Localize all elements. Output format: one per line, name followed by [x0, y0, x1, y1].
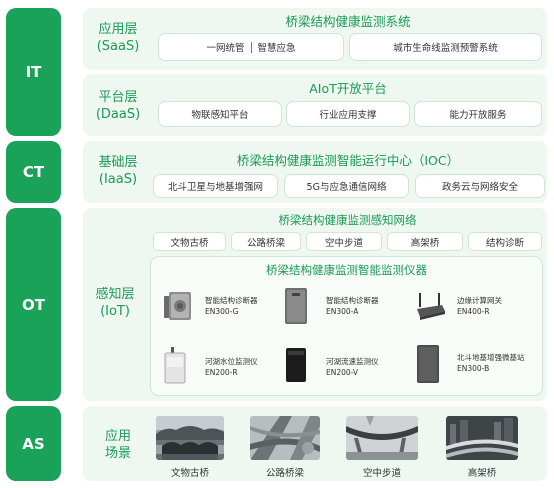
device-beidou-station-image [414, 342, 442, 386]
saas-box1-left: 一网统管 [206, 43, 245, 54]
network-item-1: 文物古桥 [153, 232, 226, 251]
instrument-panel [150, 256, 543, 396]
device-diagnosis-g-model: EN300-G [205, 307, 239, 316]
instrument-title: 桥梁结构健康监测智能监测仪器 [266, 263, 427, 277]
device-diagnosis-a-model: EN300-A [326, 307, 359, 316]
device-gateway-image [414, 291, 446, 321]
device-beidou-station-model: EN300-B [457, 364, 490, 373]
iot-layer-name: 感知层 [95, 287, 135, 302]
device-beidou-station-label: 北斗地基增强微基站 EN300-B [457, 352, 525, 374]
scenes-layer-label: 应用 场景 [83, 425, 153, 465]
sidebar-as: AS [6, 406, 61, 481]
device-gateway-model: EN400-R [457, 307, 490, 316]
network-item-2: 公路桥梁 [231, 232, 301, 251]
saas-layer-name: 应用层 [98, 22, 138, 37]
iot-layer-label: 感知层 (IoT) [83, 283, 147, 323]
device-beidou-station-name: 北斗地基增强微基站 [457, 353, 525, 362]
sidebar-it-label: IT [25, 63, 42, 81]
saas-box2-label: 城市生命线监测预警系统 [393, 43, 498, 54]
iaas-layer-label: 基础层 (IaaS) [83, 151, 153, 191]
device-gateway-label: 边缘计算网关 EN400-R [457, 295, 502, 317]
scene-highway-bridge-image [250, 416, 320, 460]
daas-layer-name: 平台层 [98, 90, 138, 105]
device-diagnosis-a-image [283, 286, 309, 326]
device-diagnosis-g-name: 智能结构诊断器 [205, 296, 258, 305]
sidebar-as-label: AS [22, 434, 45, 453]
saas-box-1: 一网统管 智慧应急 [158, 33, 344, 61]
scene-elevated-bridge-caption: 高架桥 [467, 468, 497, 479]
network-item-3: 空中步道 [306, 232, 382, 251]
device-water-level-name: 河湖水位监测仪 [205, 357, 258, 366]
sidebar-ct-label: CT [22, 163, 45, 181]
iaas-item-2: 5G与应急通信网络 [284, 174, 409, 198]
device-flow-velocity-name: 河湖流速监测仪 [326, 357, 379, 366]
device-flow-velocity-image [283, 345, 309, 385]
iaas-item-3: 政务云与网络安全 [415, 174, 545, 198]
device-water-level-image [162, 345, 188, 385]
saas-divider [250, 41, 252, 53]
device-diagnosis-g-image [162, 288, 196, 324]
scene-sky-walkway-image [346, 416, 418, 460]
sidebar-ct: CT [6, 141, 61, 203]
daas-item-3: 能力开放服务 [414, 101, 542, 127]
iaas-layer-name: 基础层 [98, 155, 138, 170]
iaas-layer-code: (IaaS) [98, 172, 138, 187]
device-water-level-model: EN200-R [205, 368, 238, 377]
iaas-item-1: 北斗卫星与地基增强网 [153, 174, 278, 198]
device-diagnosis-g-label: 智能结构诊断器 EN300-G [205, 295, 258, 317]
sidebar-ot: OT [6, 208, 61, 401]
scene-elevated-bridge-image [446, 416, 518, 460]
saas-layer-label: 应用层 (SaaS) [83, 18, 153, 58]
iot-network-title: 桥梁结构健康监测感知网络 [278, 213, 417, 227]
daas-item-2: 行业应用支撑 [286, 101, 410, 127]
device-flow-velocity-model: EN200-V [326, 368, 359, 377]
iot-layer-code: (IoT) [100, 304, 130, 319]
device-gateway-name: 边缘计算网关 [457, 296, 502, 305]
daas-layer-code: (DaaS) [95, 107, 141, 122]
saas-box-2: 城市生命线监测预警系统 [349, 33, 542, 61]
scenes-layer-line2: 场景 [104, 446, 131, 461]
scene-highway-bridge-caption: 公路桥梁 [265, 468, 304, 479]
device-diagnosis-a-name: 智能结构诊断器 [326, 296, 379, 305]
saas-box1-right: 智慧应急 [257, 43, 296, 54]
saas-layer-code: (SaaS) [96, 39, 140, 54]
scenes-layer-line1: 应用 [104, 429, 131, 444]
device-water-level-label: 河湖水位监测仪 EN200-R [205, 356, 258, 378]
iaas-title: 桥梁结构健康监测智能运行中心（IOC） [236, 153, 460, 168]
daas-item-1: 物联感知平台 [158, 101, 282, 127]
scene-sky-walkway-caption: 空中步道 [362, 468, 401, 479]
sidebar-it: IT [6, 8, 61, 136]
device-diagnosis-a-label: 智能结构诊断器 EN300-A [326, 295, 379, 317]
network-item-5: 结构诊断 [468, 232, 542, 251]
scene-ancient-bridge-caption: 文物古桥 [170, 468, 209, 479]
sidebar-ot-label: OT [22, 295, 45, 314]
scene-ancient-bridge-image [156, 416, 224, 460]
device-flow-velocity-label: 河湖流速监测仪 EN200-V [326, 356, 379, 378]
saas-title: 桥梁结构健康监测系统 [285, 14, 411, 29]
network-item-4: 高架桥 [387, 232, 463, 251]
daas-layer-label: 平台层 (DaaS) [83, 86, 153, 126]
daas-title: AIoT开放平台 [309, 81, 387, 96]
